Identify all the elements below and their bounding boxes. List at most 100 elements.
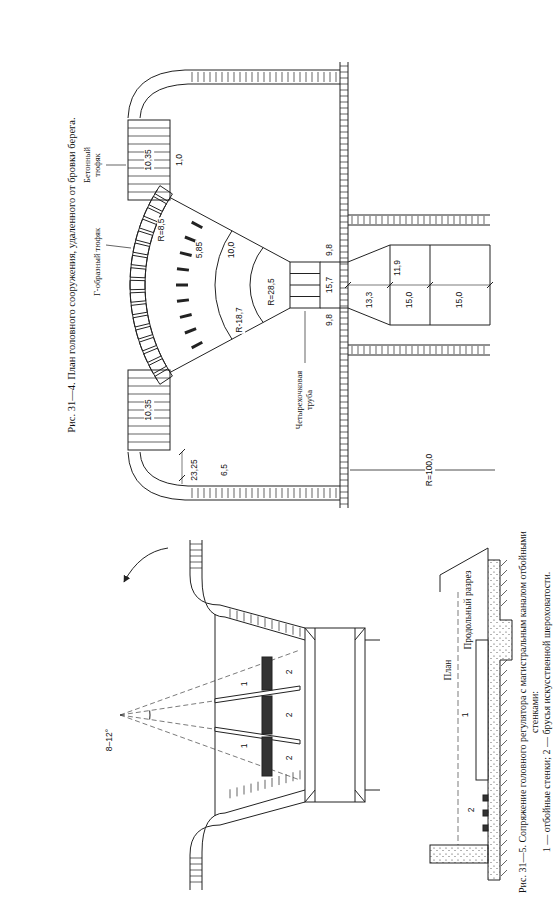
- hatch-stroke: [294, 72, 295, 82]
- hatch-stroke: [251, 614, 252, 623]
- hatch-stroke: [448, 346, 449, 354]
- hatch-stroke: [216, 488, 217, 498]
- hatch-stroke: [128, 128, 170, 129]
- ring-outline: [145, 198, 170, 373]
- callout-number: 1: [240, 743, 250, 750]
- hatch-stroke: [251, 784, 252, 793]
- hatch-stroke: [340, 390, 348, 391]
- hatch-stroke: [216, 72, 217, 82]
- dimension: 6,5: [220, 463, 230, 477]
- hatch-stroke: [228, 488, 229, 498]
- hatch-stroke: [190, 864, 202, 865]
- hatch-stroke: [340, 366, 348, 367]
- slot: [185, 329, 196, 333]
- view-title: План: [443, 659, 454, 682]
- hatch-stroke: [340, 234, 348, 235]
- hatch-stroke: [312, 72, 313, 82]
- ring-block: [130, 268, 146, 278]
- roughness-bar: [262, 737, 272, 776]
- axis-dashed: [120, 701, 215, 715]
- hatch-stroke: [222, 72, 223, 82]
- hatch-stroke: [382, 346, 383, 354]
- hatch-stroke: [128, 192, 170, 193]
- hatch-stroke: [340, 378, 348, 379]
- hatch-stroke: [300, 488, 301, 498]
- dimension-tick: [179, 449, 185, 455]
- hatch-stroke: [190, 876, 202, 877]
- caption-legend: 1 — отбойные стенки; 2 — брусья искусств…: [541, 521, 553, 900]
- hatch-stroke: [340, 504, 348, 505]
- radius-line: [350, 470, 495, 471]
- hatch-stroke: [340, 84, 348, 85]
- slot: [177, 269, 189, 270]
- hatch-stroke: [501, 590, 507, 596]
- hatch-stroke: [340, 96, 348, 97]
- hatch-stroke: [472, 216, 473, 224]
- hatch-stroke: [340, 216, 348, 217]
- water-level: [458, 592, 459, 845]
- hatch-stroke: [340, 402, 348, 403]
- dimension: 10,35: [144, 398, 154, 421]
- hatch-stroke: [340, 180, 348, 181]
- ring-block: [130, 292, 146, 302]
- hatch-stroke: [340, 204, 348, 205]
- roughness-bar: [262, 657, 272, 690]
- hatch-stroke: [340, 462, 348, 463]
- hatch-stroke: [264, 72, 265, 82]
- hatch-stroke: [501, 690, 507, 696]
- slot: [192, 342, 203, 348]
- hatch-stroke: [340, 144, 348, 145]
- callout-number: 2: [285, 669, 295, 676]
- hatch-stroke: [466, 216, 467, 224]
- hatch-stroke: [340, 456, 348, 457]
- hatch-stroke: [340, 438, 348, 439]
- axis-dashed: [120, 715, 300, 780]
- pipe-barrel: [290, 285, 320, 286]
- angle-arc: [149, 711, 150, 720]
- concrete-slab: [488, 560, 512, 880]
- hatch-stroke: [340, 396, 348, 397]
- hatch-stroke: [128, 426, 170, 427]
- hatch-stroke: [430, 216, 431, 224]
- hatch-stroke: [424, 216, 425, 224]
- hatch-stroke: [128, 434, 170, 435]
- hatch-stroke: [306, 72, 307, 82]
- hatch-stroke: [192, 72, 193, 82]
- hatch-stroke: [436, 216, 437, 224]
- hatch-stroke: [340, 294, 348, 295]
- hatch-stroke: [454, 346, 455, 354]
- dimension-line: [348, 285, 490, 286]
- dimension: 9,8: [325, 243, 335, 257]
- hatch-stroke: [340, 300, 348, 301]
- hatch-stroke: [340, 186, 348, 187]
- hatch-stroke: [234, 72, 235, 82]
- ring-block: [131, 304, 147, 315]
- hatch-stroke: [501, 870, 507, 876]
- shore-line: [140, 452, 340, 486]
- hatch-stroke: [370, 346, 371, 354]
- pipe-wall: [320, 262, 348, 263]
- figure-caption: Рис. 31—4. План головного сооружения, уд…: [66, 14, 78, 536]
- dimension-tick: [345, 282, 351, 288]
- hatch-stroke: [293, 772, 294, 781]
- hatch-stroke: [190, 550, 202, 551]
- hatch-stroke: [501, 600, 507, 606]
- hatch-stroke: [204, 488, 205, 498]
- hatch-stroke: [340, 246, 348, 247]
- hatch-stroke: [279, 776, 280, 785]
- hatch-stroke: [192, 488, 193, 498]
- hatch-stroke: [412, 216, 413, 224]
- river-bank: [202, 790, 305, 890]
- hatch-stroke: [265, 618, 266, 627]
- hatch-stroke: [364, 216, 365, 224]
- hatch-stroke: [340, 354, 348, 355]
- slot: [180, 253, 192, 256]
- hatch-stroke: [340, 252, 348, 253]
- shore-line: [140, 84, 340, 118]
- hatch-stroke: [246, 488, 247, 498]
- leader-line: [106, 245, 131, 248]
- flow-arrow: [124, 548, 168, 582]
- hatch-stroke: [340, 72, 348, 73]
- hatch-stroke: [272, 778, 273, 787]
- hatch-stroke: [501, 670, 507, 676]
